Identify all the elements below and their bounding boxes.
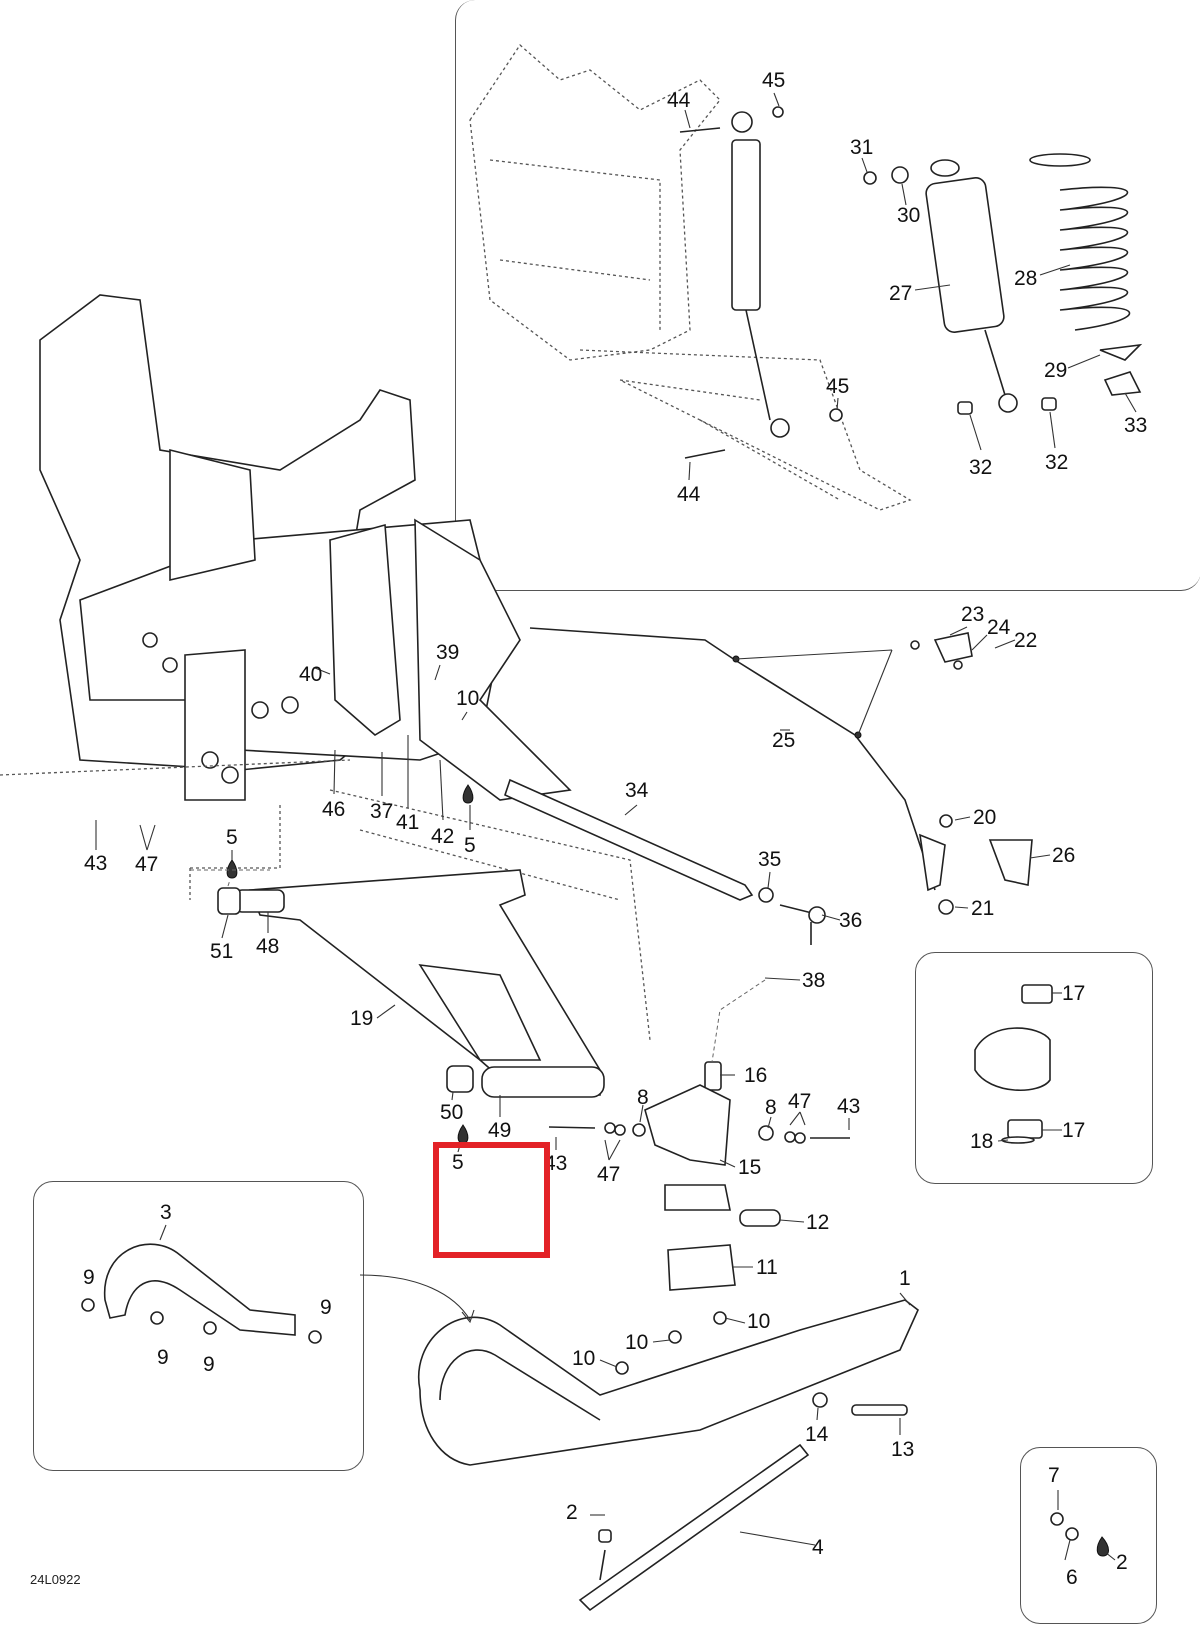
grease-drops [226,784,474,1144]
callout-3[interactable]: 3 [160,1201,172,1224]
callout-10[interactable]: 10 [625,1331,649,1354]
callout-22[interactable]: 22 [1014,629,1038,652]
callout-8[interactable]: 8 [637,1086,649,1109]
diagram-id: 24L0922 [30,1572,81,1587]
callout-45[interactable]: 45 [826,375,850,398]
callout-37[interactable]: 37 [370,800,394,823]
callout-44[interactable]: 44 [677,483,701,506]
callout-25[interactable]: 25 [772,729,796,752]
callout-19[interactable]: 19 [350,1007,374,1030]
callout-33[interactable]: 33 [1124,414,1148,437]
leader-lines [95,92,1137,1561]
callout-28[interactable]: 28 [1014,267,1038,290]
ghost-frame-lower [0,759,651,1041]
callout-49[interactable]: 49 [488,1119,512,1142]
callout-17[interactable]: 17 [1062,982,1086,1005]
stabilizer-bar [529,627,946,892]
callout-17[interactable]: 17 [1062,1119,1086,1142]
callout-6[interactable]: 6 [1066,1566,1078,1589]
callout-29[interactable]: 29 [1044,359,1068,382]
highlight-box [433,1142,550,1258]
callout-5[interactable]: 5 [226,826,238,849]
callout-14[interactable]: 14 [805,1423,829,1446]
callout-34[interactable]: 34 [625,779,649,802]
callout-43[interactable]: 43 [837,1095,861,1118]
callout-24[interactable]: 24 [987,616,1011,639]
spring [1029,153,1143,396]
callout-7[interactable]: 7 [1048,1464,1060,1487]
callout-5[interactable]: 5 [452,1151,464,1174]
callout-16[interactable]: 16 [744,1064,768,1087]
callout-36[interactable]: 36 [839,909,863,932]
grease-detail [1050,1512,1109,1557]
callout-44[interactable]: 44 [667,89,691,112]
callout-42[interactable]: 42 [431,825,455,848]
chassis-frame [39,294,572,801]
callout-10[interactable]: 10 [747,1310,771,1333]
callout-43[interactable]: 43 [84,852,108,875]
bushing-detail [974,984,1053,1144]
callout-32[interactable]: 32 [969,456,993,479]
callout-9[interactable]: 9 [157,1346,169,1369]
callout-2[interactable]: 2 [1116,1551,1128,1574]
callout-41[interactable]: 41 [396,811,420,834]
callout-23[interactable]: 23 [961,603,985,626]
ghost-frame-upper [469,44,912,511]
callout-39[interactable]: 39 [436,641,460,664]
callout-4[interactable]: 4 [812,1536,824,1559]
callout-51[interactable]: 51 [210,940,234,963]
callout-9[interactable]: 9 [320,1296,332,1319]
bracket-parts [910,632,1033,915]
callout-45[interactable]: 45 [762,69,786,92]
tie-rod [504,778,826,945]
callout-2[interactable]: 2 [566,1501,578,1524]
shock-absorber-installed [731,111,790,438]
a-arm [217,869,605,1098]
ski [417,1299,919,1612]
callout-13[interactable]: 13 [891,1438,915,1461]
ski-handle-inset [33,1181,364,1471]
callout-47[interactable]: 47 [135,853,159,876]
callout-8[interactable]: 8 [765,1096,777,1119]
callout-5[interactable]: 5 [464,834,476,857]
callout-11[interactable]: 11 [756,1256,778,1279]
callout-35[interactable]: 35 [758,848,782,871]
bolts-upper [679,106,843,459]
callout-46[interactable]: 46 [322,798,346,821]
callout-10[interactable]: 10 [572,1347,596,1370]
callout-48[interactable]: 48 [256,935,280,958]
callout-27[interactable]: 27 [889,282,913,305]
callout-26[interactable]: 26 [1052,844,1076,867]
callout-20[interactable]: 20 [973,806,997,829]
spindle [548,1061,850,1291]
callout-47[interactable]: 47 [788,1090,812,1113]
callout-18[interactable]: 18 [970,1130,994,1153]
callout-1[interactable]: 1 [899,1267,911,1290]
callout-38[interactable]: 38 [802,969,826,992]
callout-21[interactable]: 21 [971,897,995,920]
callout-50[interactable]: 50 [440,1101,464,1124]
grease-detail-inset [1020,1447,1157,1624]
callout-30[interactable]: 30 [897,204,921,227]
shock-absorber-exploded [863,159,1057,415]
callout-10[interactable]: 10 [456,687,480,710]
callout-40[interactable]: 40 [299,663,323,686]
callout-31[interactable]: 31 [850,136,874,159]
callout-12[interactable]: 12 [806,1211,830,1234]
callout-9[interactable]: 9 [83,1266,95,1289]
callout-15[interactable]: 15 [738,1156,762,1179]
ski-handle [81,1243,475,1344]
callout-47[interactable]: 47 [597,1163,621,1186]
callout-9[interactable]: 9 [203,1353,215,1376]
callout-32[interactable]: 32 [1045,451,1069,474]
